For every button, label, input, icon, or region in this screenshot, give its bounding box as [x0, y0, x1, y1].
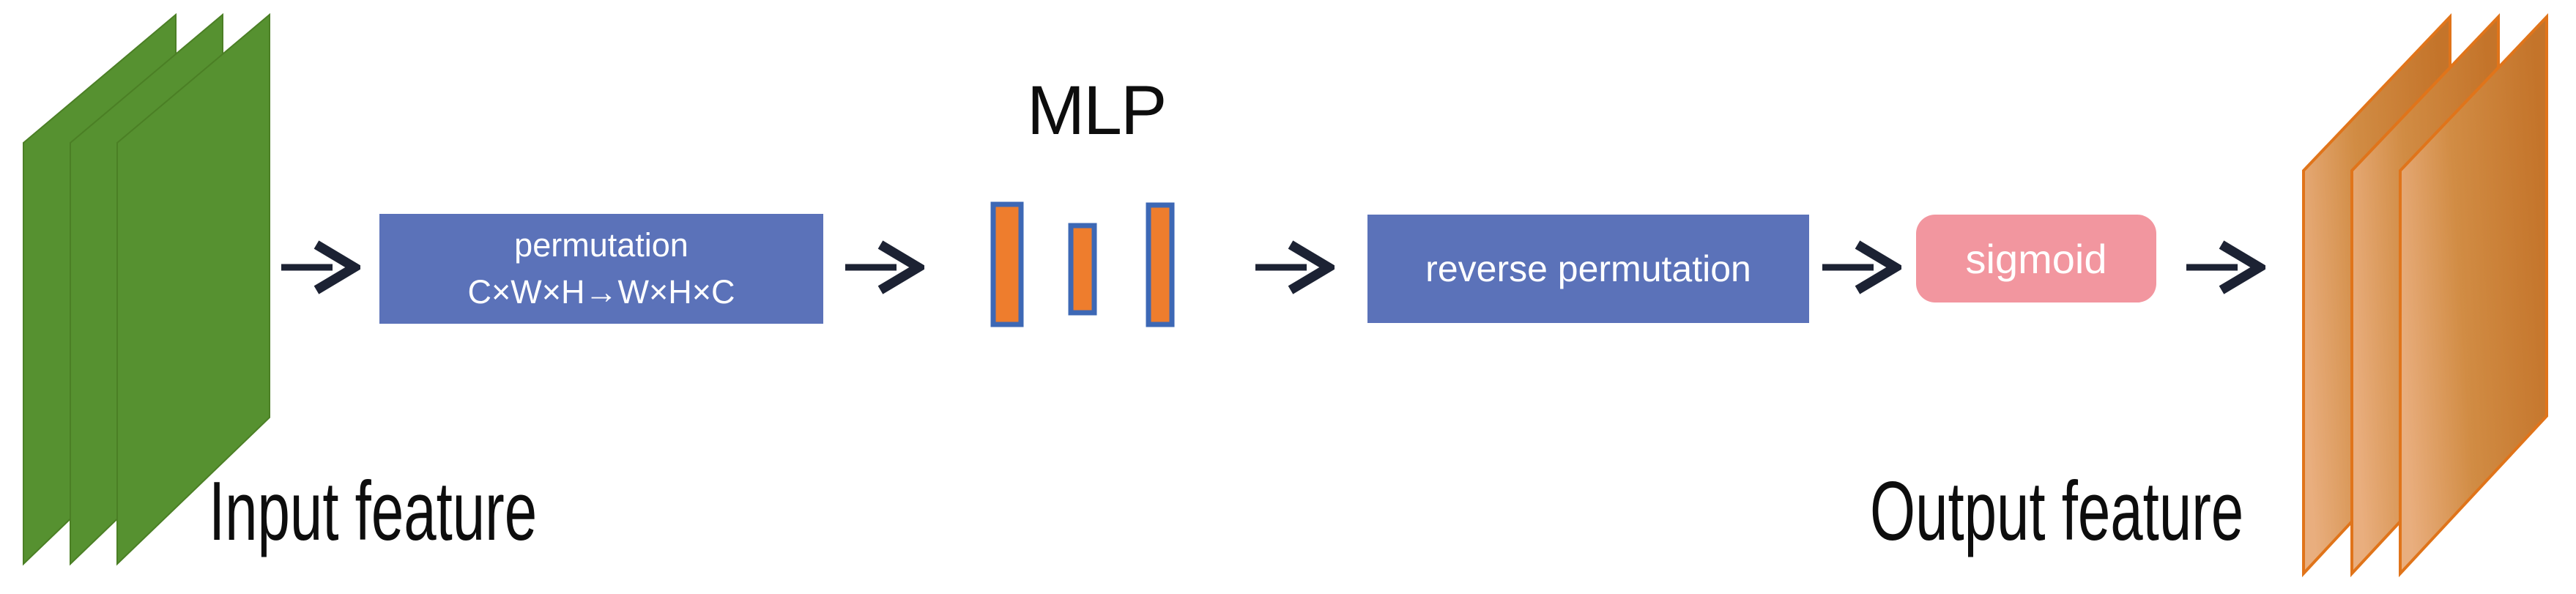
output-feature-label: Output feature — [1870, 465, 2244, 558]
reverse-permutation-label: reverse permutation — [1425, 248, 1751, 289]
arrow-head — [313, 240, 360, 294]
sigmoid-label: sigmoid — [1965, 235, 2107, 282]
input-feature-layer — [116, 13, 270, 566]
flow-arrow-icon — [2186, 240, 2265, 294]
mlp-label: MLP — [1027, 72, 1167, 149]
sigmoid-box: sigmoid — [1916, 215, 2156, 302]
output-feature-layer — [2399, 13, 2548, 578]
mlp-layer-bar — [990, 201, 1024, 327]
mlp-layer-bar — [1068, 223, 1097, 316]
flow-arrow-icon — [845, 240, 924, 294]
permutation-box: permutation C×W×H→W×H×C — [379, 214, 823, 324]
flow-arrow-icon — [1822, 240, 1901, 294]
flow-arrow-icon — [1255, 240, 1335, 294]
arrow-head — [2219, 240, 2265, 294]
mlp-layer-bar — [1146, 202, 1175, 327]
flow-arrow-icon — [281, 240, 360, 294]
permutation-box-line2: C×W×H→W×H×C — [467, 273, 735, 311]
permutation-box-line1: permutation — [514, 226, 688, 264]
input-feature-label: Input feature — [209, 465, 538, 558]
reverse-permutation-box: reverse permutation — [1367, 215, 1809, 323]
arrow-head — [1855, 240, 1901, 294]
input-feature-stack — [23, 13, 270, 566]
arrow-head — [1288, 240, 1335, 294]
mlp-layers-group — [990, 201, 1175, 327]
arrow-head — [877, 240, 924, 294]
output-feature-stack — [2302, 13, 2548, 578]
